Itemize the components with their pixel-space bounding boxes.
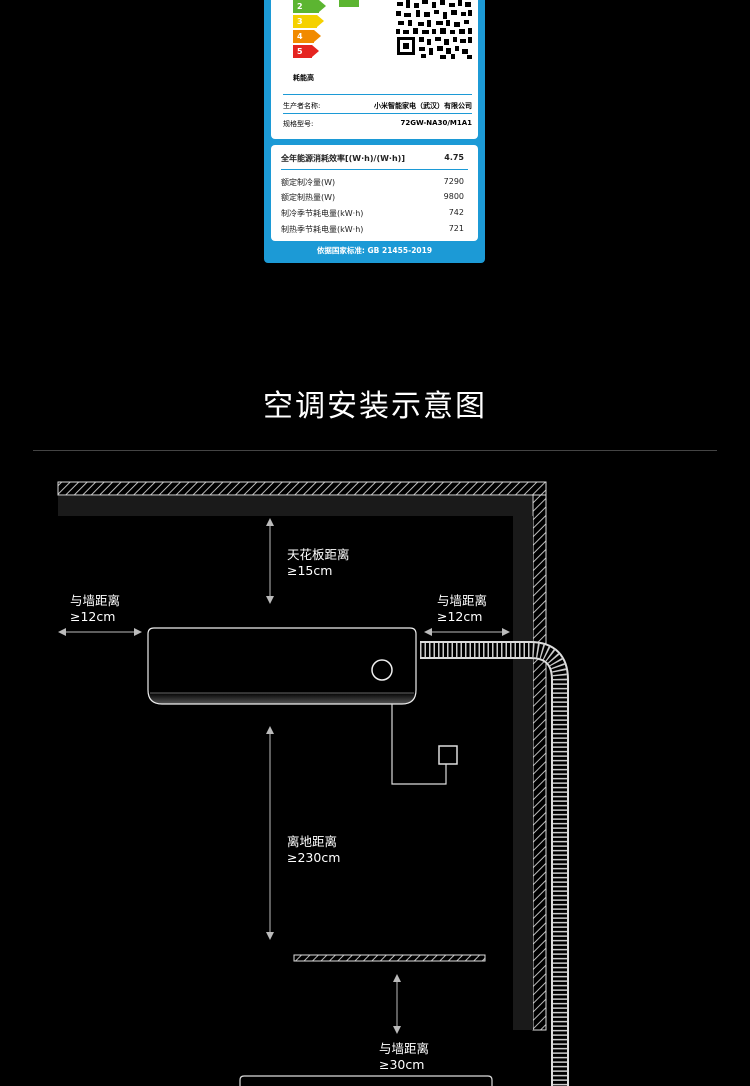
high-consumption-label: 耗能高 — [293, 74, 314, 82]
spec-row: 制冷季节耗电量(kW·h) 742 — [281, 208, 464, 218]
spec-row: 额定制热量(W) 9800 — [281, 192, 464, 202]
rating-arrow-icon — [339, 0, 359, 7]
manufacturer-value: 小米智能家电（武汉）有限公司 — [374, 102, 472, 110]
ceiling-shadow — [58, 496, 532, 516]
power-cable — [391, 704, 447, 785]
grade-2: 2 — [293, 0, 319, 13]
grade-4: 4 — [293, 30, 314, 43]
spec-row: 制热季节耗电量(kW·h) 721 — [281, 224, 464, 234]
manufacturer-label: 生产者名称: — [283, 102, 321, 110]
floor-distance-label: 离地距离 ≥230cm — [287, 834, 341, 865]
efficiency-label: 全年能源消耗效率[(W·h)/(W·h)] — [281, 154, 405, 163]
ceiling-distance-label: 天花板距离 ≥15cm — [287, 547, 350, 578]
label-divider — [283, 94, 472, 95]
grade-5: 5 — [293, 45, 312, 58]
outdoor-wall-distance-label: 与墙距离 ≥30cm — [379, 1041, 430, 1072]
grade-3: 3 — [293, 15, 317, 28]
indoor-ac-unit — [147, 627, 417, 705]
efficiency-row: 全年能源消耗效率[(W·h)/(W·h)] 4.75 — [281, 153, 464, 164]
power-socket-icon — [438, 745, 458, 765]
standard-note: 依据国家标准: GB 21455-2019 — [316, 246, 433, 255]
label-divider — [283, 113, 472, 114]
efficiency-value: 4.75 — [444, 153, 464, 162]
left-wall-distance-label: 与墙距离 ≥12cm — [70, 593, 121, 624]
section-divider — [33, 450, 717, 451]
spec-row: 额定制冷量(W) 7290 — [281, 177, 464, 187]
side-wall-shadow — [513, 516, 533, 1030]
ceiling-wall — [57, 481, 547, 496]
model-label: 规格型号: — [283, 120, 314, 128]
energy-label: 2 3 4 5 耗能高 — [264, 0, 485, 263]
model-value: 72GW-NA30/M1A1 — [400, 119, 473, 127]
display-icon — [371, 659, 393, 681]
outdoor-unit-top — [239, 1075, 493, 1086]
diagram-title: 空调安装示意图 — [263, 389, 487, 424]
right-wall-distance-label: 与墙距离 ≥12cm — [437, 593, 488, 624]
specs-divider — [281, 169, 468, 170]
energy-label-upper: 2 3 4 5 耗能高 — [271, 0, 478, 139]
side-wall — [532, 494, 547, 1031]
qr-code-icon — [394, 0, 474, 60]
energy-label-specs: 全年能源消耗效率[(W·h)/(W·h)] 4.75 额定制冷量(W) 7290… — [271, 145, 478, 241]
floor-plate — [293, 954, 486, 962]
